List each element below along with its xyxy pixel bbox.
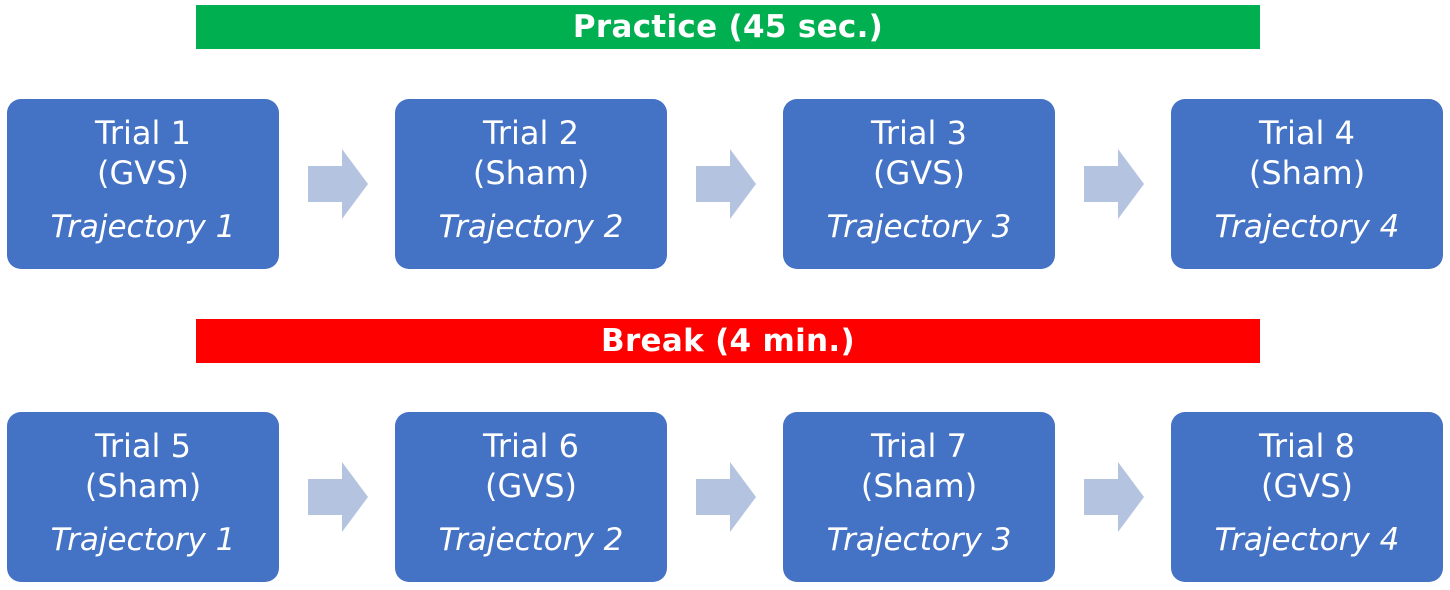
trial-trajectory: Trajectory 3 <box>826 522 1012 558</box>
trial-condition: (GVS) <box>873 154 965 192</box>
trial-box-1: Trial 1 (GVS) Trajectory 1 <box>7 99 279 269</box>
trial-title: Trial 4 <box>1259 114 1355 152</box>
trial-box-6: Trial 6 (GVS) Trajectory 2 <box>395 412 667 582</box>
trial-box-3: Trial 3 (GVS) Trajectory 3 <box>783 99 1055 269</box>
right-arrow-icon <box>308 462 368 532</box>
trial-title: Trial 3 <box>871 114 967 152</box>
practice-banner: Practice (45 sec.) <box>196 5 1260 49</box>
trial-condition: (GVS) <box>1261 467 1353 505</box>
trial-title: Trial 1 <box>95 114 191 152</box>
right-arrow-icon <box>308 149 368 219</box>
trial-box-4: Trial 4 (Sham) Trajectory 4 <box>1171 99 1443 269</box>
trial-trajectory: Trajectory 3 <box>826 209 1012 245</box>
trial-box-8: Trial 8 (GVS) Trajectory 4 <box>1171 412 1443 582</box>
trial-trajectory: Trajectory 2 <box>438 522 624 558</box>
trial-trajectory: Trajectory 4 <box>1214 209 1400 245</box>
trial-trajectory: Trajectory 2 <box>438 209 624 245</box>
trial-trajectory: Trajectory 1 <box>50 209 236 245</box>
trial-box-7: Trial 7 (Sham) Trajectory 3 <box>783 412 1055 582</box>
right-arrow-icon <box>696 462 756 532</box>
trial-box-5: Trial 5 (Sham) Trajectory 1 <box>7 412 279 582</box>
trial-title: Trial 7 <box>871 427 967 465</box>
trial-condition: (GVS) <box>485 467 577 505</box>
trial-title: Trial 8 <box>1259 427 1355 465</box>
trial-condition: (Sham) <box>860 467 978 505</box>
trial-condition: (GVS) <box>97 154 189 192</box>
trial-condition: (Sham) <box>84 467 202 505</box>
break-banner: Break (4 min.) <box>196 319 1260 363</box>
right-arrow-icon <box>1084 149 1144 219</box>
trial-trajectory: Trajectory 1 <box>50 522 236 558</box>
trial-title: Trial 5 <box>95 427 191 465</box>
trial-title: Trial 6 <box>483 427 579 465</box>
trial-title: Trial 2 <box>483 114 579 152</box>
right-arrow-icon <box>1084 462 1144 532</box>
trial-trajectory: Trajectory 4 <box>1214 522 1400 558</box>
trial-box-2: Trial 2 (Sham) Trajectory 2 <box>395 99 667 269</box>
right-arrow-icon <box>696 149 756 219</box>
trial-condition: (Sham) <box>472 154 590 192</box>
trial-condition: (Sham) <box>1248 154 1366 192</box>
